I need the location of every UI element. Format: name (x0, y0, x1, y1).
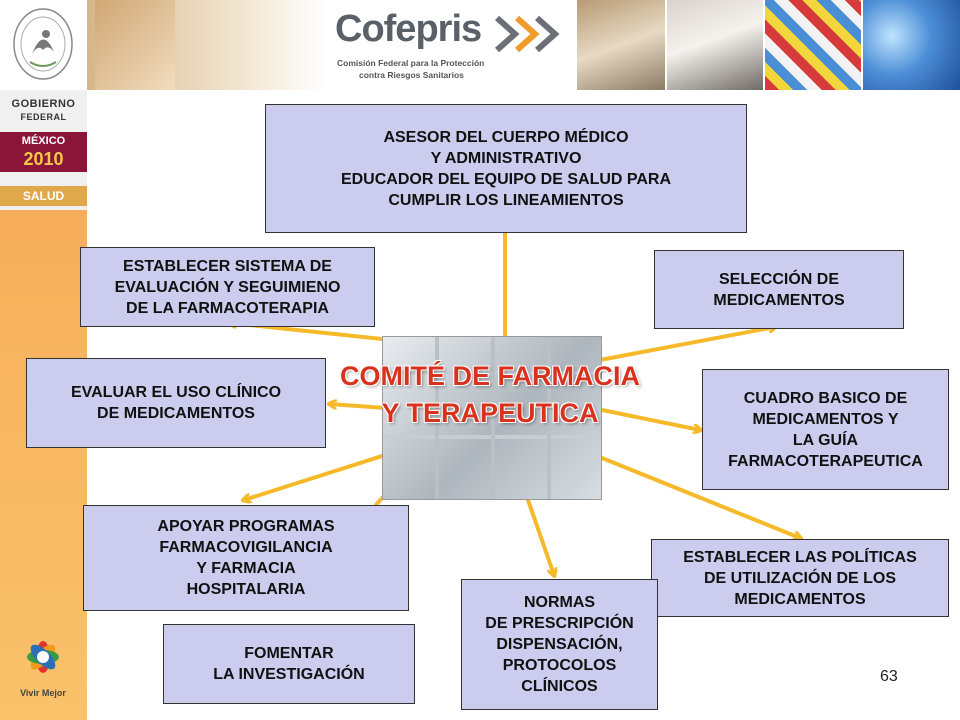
cofepris-subtitle-1: Comisión Federal para la Protección (337, 58, 485, 68)
node-line: CUMPLIR LOS LINEAMIENTOS (388, 191, 624, 209)
center-title-line: Y TERAPEUTICA (381, 398, 599, 428)
seal-panel (0, 0, 87, 90)
center-medicine-drawer-photo (382, 336, 602, 500)
node-line: LA INVESTIGACIÓN (213, 666, 365, 683)
node-line: DISPENSACIÓN, (496, 636, 623, 653)
mexico-2010-badge: MÉXICO 2010 (0, 132, 87, 172)
node-line: ESTABLECER SISTEMA DE (123, 257, 332, 275)
center-title: COMITÉ DE FARMACIA Y TERAPEUTICA (300, 358, 680, 432)
node-line: MEDICAMENTOS Y (752, 410, 899, 428)
vivir-mejor-flower-icon (27, 641, 59, 673)
node-line: EDUCADOR DEL EQUIPO DE SALUD PARA (340, 170, 672, 188)
node-line: LA GUÍA (792, 431, 859, 449)
header-photo-shelves (95, 0, 175, 90)
node-line: CUADRO BASICO DE (743, 389, 908, 407)
node-apoyar: APOYAR PROGRAMAS FARMACOVIGILANCIA Y FAR… (83, 505, 409, 611)
node-fomentar: FOMENTAR LA INVESTIGACIÓN (163, 624, 415, 704)
node-line: NORMAS (523, 594, 596, 611)
connector-apoyar-lower (374, 496, 384, 507)
mexico-label: MÉXICO (21, 135, 66, 147)
node-line: PROTOCOLOS (502, 657, 617, 674)
cofepris-subtitle-2: contra Riesgos Sanitarios (359, 70, 464, 80)
connector-politicas (600, 456, 800, 538)
vivir-mejor-logo: Vivir Mejor (10, 628, 76, 708)
node-line: APOYAR PROGRAMAS (157, 518, 335, 535)
node-line: DE PRESCRIPCIÓN (485, 615, 634, 632)
node-line: MEDICAMENTOS (713, 291, 845, 309)
node-line: FARMACOVIGILANCIA (159, 539, 333, 556)
node-line: MEDICAMENTOS (734, 590, 866, 608)
header-photo-laboratory (667, 0, 763, 90)
connector-evaluar (330, 404, 387, 410)
header-photo-water-bottles (863, 0, 960, 90)
node-line: Y FARMACIA (196, 560, 296, 577)
cofepris-wordmark: Cofepris (335, 8, 482, 50)
node-line: DE MEDICAMENTOS (97, 405, 255, 422)
header-left-fade (87, 0, 327, 90)
year-label: 2010 (23, 149, 64, 169)
header-photo-pharmacy (577, 0, 665, 90)
page-number: 63 (880, 668, 898, 685)
cofepris-chevron-icon (495, 15, 560, 53)
node-line: DE UTILIZACIÓN DE LOS (704, 569, 896, 587)
connector-cuadro (600, 408, 700, 430)
salud-label: SALUD (0, 186, 87, 206)
node-line: CLÍNICOS (521, 678, 598, 695)
header-photo-pills (765, 0, 861, 90)
header-banner: Cofepris Comisión Federal para la Protec… (87, 0, 960, 90)
node-line: FOMENTAR (244, 645, 334, 662)
node-line: FARMACOTERAPEUTICA (728, 452, 923, 470)
gobierno-label: GOBIERNO (11, 98, 76, 110)
node-line: EVALUAR EL USO CLÍNICO (70, 384, 282, 401)
node-seleccion: SELECCIÓN DE MEDICAMENTOS (654, 250, 904, 329)
federal-label: FEDERAL (20, 112, 67, 122)
node-line: EVALUACIÓN Y SEGUIMIENO (114, 278, 341, 296)
node-politicas: ESTABLECER LAS POLÍTICAS DE UTILIZACIÓN … (651, 539, 949, 617)
connector-seleccion (598, 327, 775, 362)
node-cuadro: CUADRO BASICO DE MEDICAMENTOS Y LA GUÍA … (702, 369, 949, 490)
node-evaluar: EVALUAR EL USO CLÍNICO DE MEDICAMENTOS (26, 358, 326, 448)
mexican-coat-of-arms-icon (13, 8, 73, 80)
center-title-line: COMITÉ DE FARMACIA (340, 361, 640, 391)
vivir-mejor-label: Vivir Mejor (20, 688, 66, 698)
node-establecer-sistema: ESTABLECER SISTEMA DE EVALUACIÓN Y SEGUI… (80, 247, 375, 327)
node-line: DE LA FARMACOTERAPIA (126, 299, 329, 317)
node-line: ASESOR DEL CUERPO MÉDICO (383, 128, 629, 146)
node-asesor: ASESOR DEL CUERPO MÉDICO Y ADMINISTRATIV… (265, 104, 747, 233)
gobierno-federal-block: GOBIERNO FEDERAL MÉXICO 2010 SALUD (0, 90, 87, 210)
node-normas: NORMAS DE PRESCRIPCIÓN DISPENSACIÓN, PRO… (461, 579, 658, 710)
node-line: SELECCIÓN DE (718, 270, 839, 288)
node-line: HOSPITALARIA (186, 581, 306, 598)
connector-normas (526, 498, 554, 575)
node-line: ESTABLECER LAS POLÍTICAS (683, 548, 917, 566)
cofepris-logo: Cofepris Comisión Federal para la Protec… (335, 4, 565, 86)
node-line: Y ADMINISTRATIVO (430, 149, 582, 167)
connector-apoyar (244, 454, 384, 500)
